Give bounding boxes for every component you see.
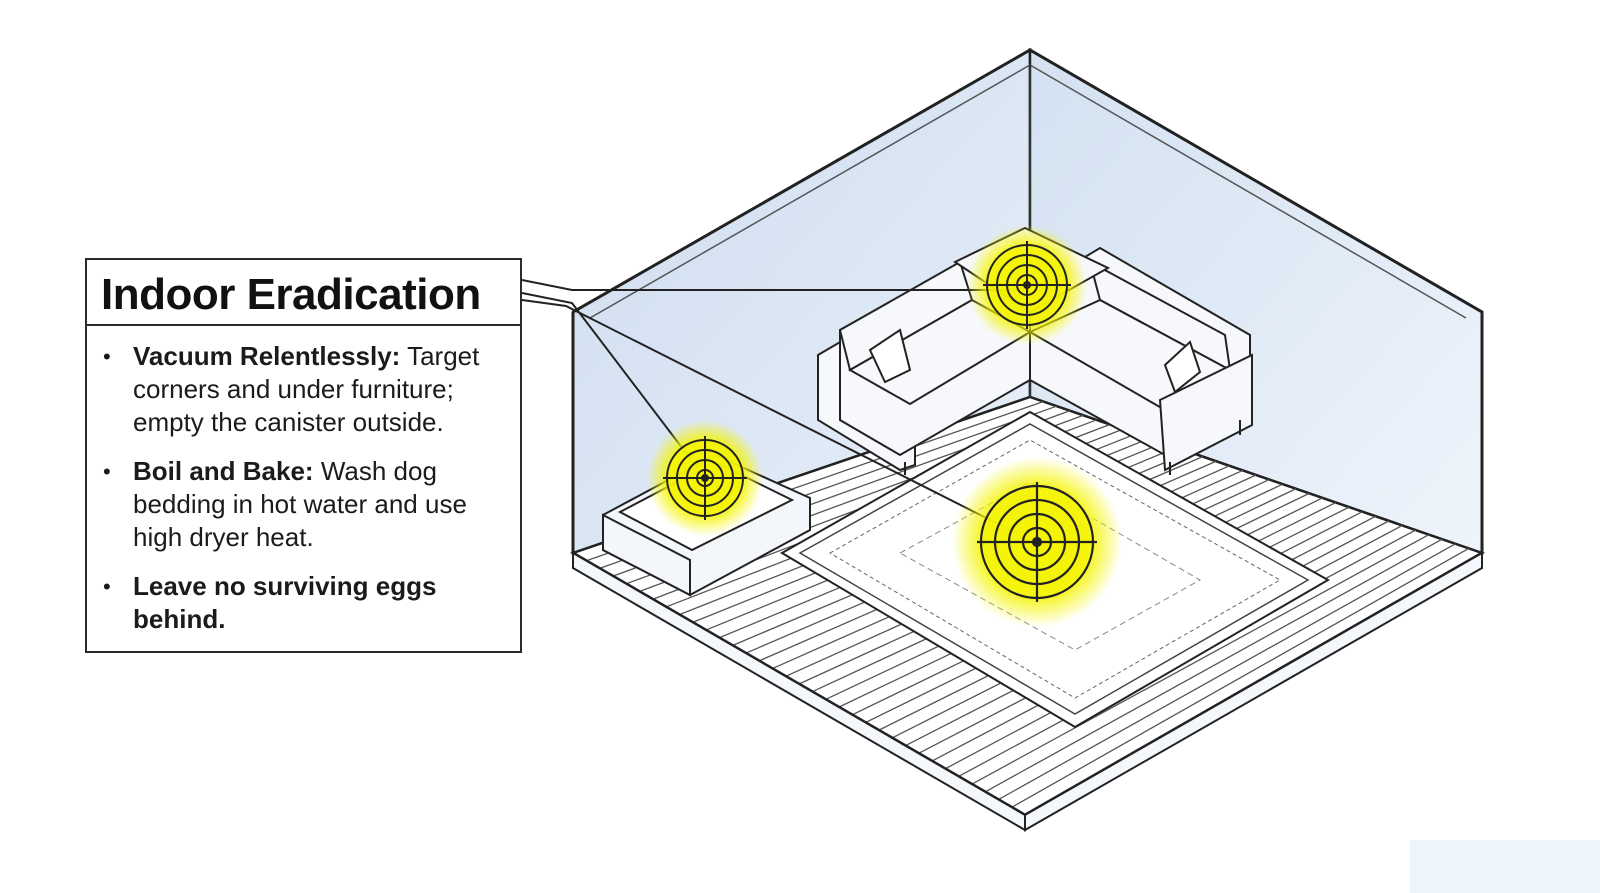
floor-plank-line xyxy=(1011,547,1470,808)
wall-base-trim-right xyxy=(1024,551,1483,832)
sofa-corner-target xyxy=(967,225,1087,345)
crosshair-target-icon xyxy=(663,436,747,520)
list-item: • Vacuum Relentlessly: Target corners an… xyxy=(101,340,504,439)
floor-plank-line xyxy=(971,534,1430,785)
bullet-icon: • xyxy=(103,344,111,369)
list-item: • Boil and Bake: Wash dog bedding in hot… xyxy=(101,455,504,554)
item-lead: Boil and Bake: xyxy=(133,456,314,486)
bullet-icon: • xyxy=(103,574,111,599)
crosshair-target-icon xyxy=(977,482,1097,602)
callout-title: Indoor Eradication xyxy=(87,260,520,326)
dog-bed-target xyxy=(647,420,763,536)
indoor-eradication-callout: Indoor Eradication • Vacuum Relentlessly… xyxy=(85,258,522,653)
callout-leader-lines xyxy=(521,279,1025,536)
floor-plank-line xyxy=(984,538,1443,793)
crosshair-target-icon xyxy=(983,241,1071,329)
item-lead: Vacuum Relentlessly: xyxy=(133,341,401,371)
rug-target xyxy=(952,457,1122,627)
item-lead: Leave no surviving eggs behind. xyxy=(133,571,437,634)
list-item: • Leave no surviving eggs behind. xyxy=(101,570,504,636)
item-text: Target corners and under furniture; empt… xyxy=(133,341,480,437)
floor-plank-line xyxy=(998,543,1456,801)
bullet-icon: • xyxy=(103,459,111,484)
callout-list: • Vacuum Relentlessly: Target corners an… xyxy=(87,326,520,636)
corner-tint xyxy=(1410,840,1600,893)
item-text: Wash dog bedding in hot water and use hi… xyxy=(133,456,467,552)
